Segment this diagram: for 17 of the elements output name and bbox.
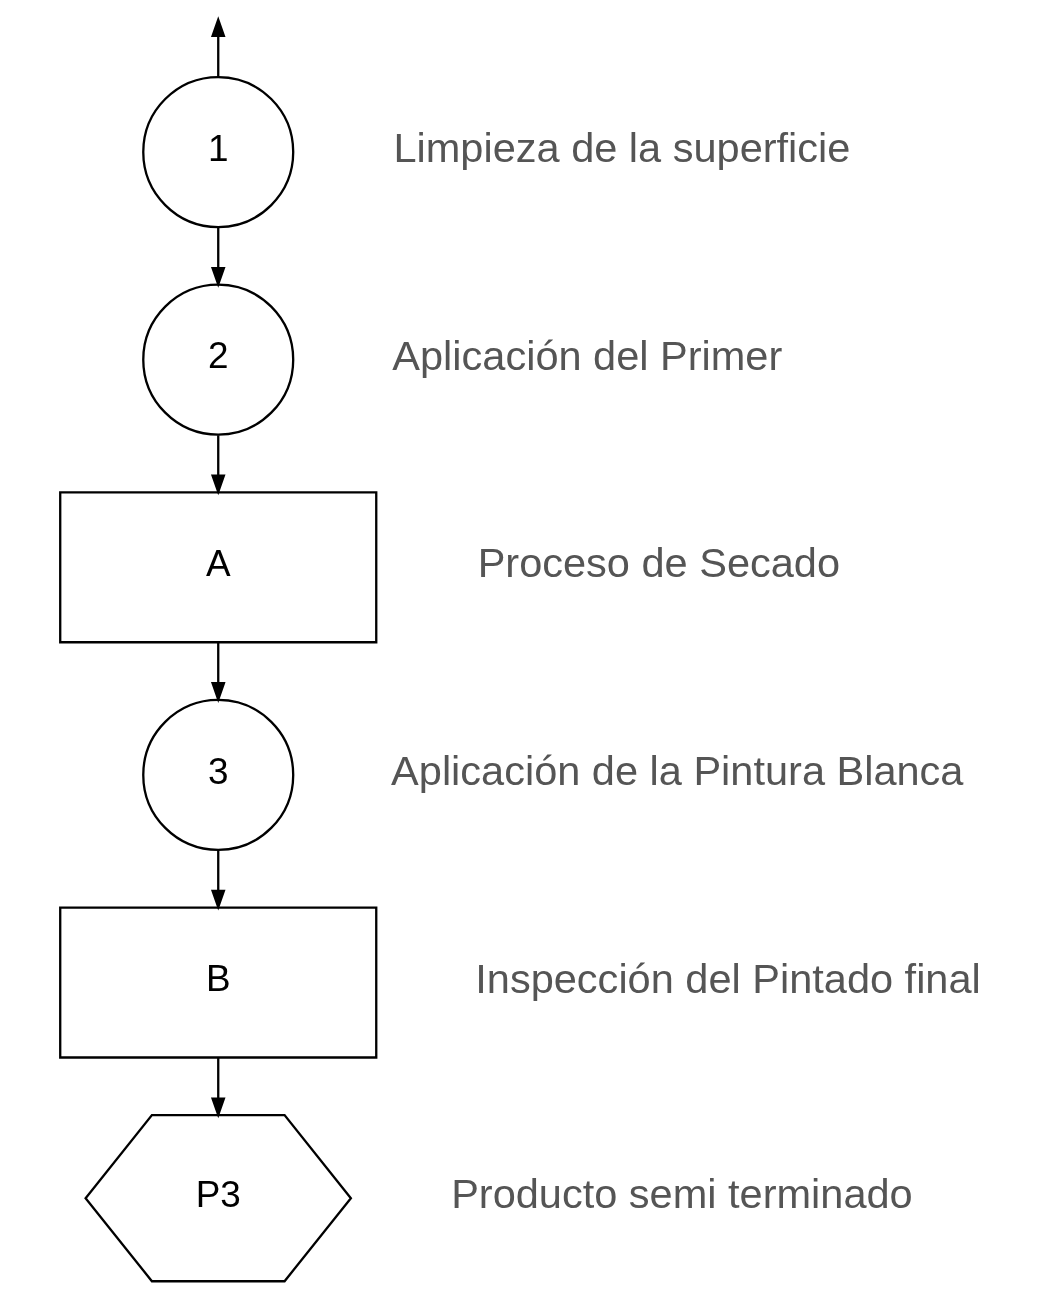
node-box: A: [58, 491, 377, 644]
node-circle: 1: [141, 75, 294, 229]
node-label: Limpieza de la superficie: [392, 124, 850, 172]
node-circle: 2: [141, 283, 294, 436]
node-label: Aplicación de la Pintura Blanca: [390, 747, 963, 795]
arrow: [210, 850, 225, 911]
arrow: [210, 1058, 225, 1119]
node-label: Inspección del Pintado final: [474, 954, 981, 1002]
node-label: Proceso de Secado: [477, 539, 840, 587]
arrow: [210, 435, 225, 496]
arrow: [210, 16, 225, 77]
node-circle: 3: [141, 698, 294, 852]
node-label: Aplicación del Primer: [391, 331, 782, 379]
node-box: B: [58, 906, 377, 1059]
arrow: [210, 227, 225, 288]
arrow: [210, 642, 225, 703]
node-label: Producto semi terminado: [450, 1170, 913, 1218]
